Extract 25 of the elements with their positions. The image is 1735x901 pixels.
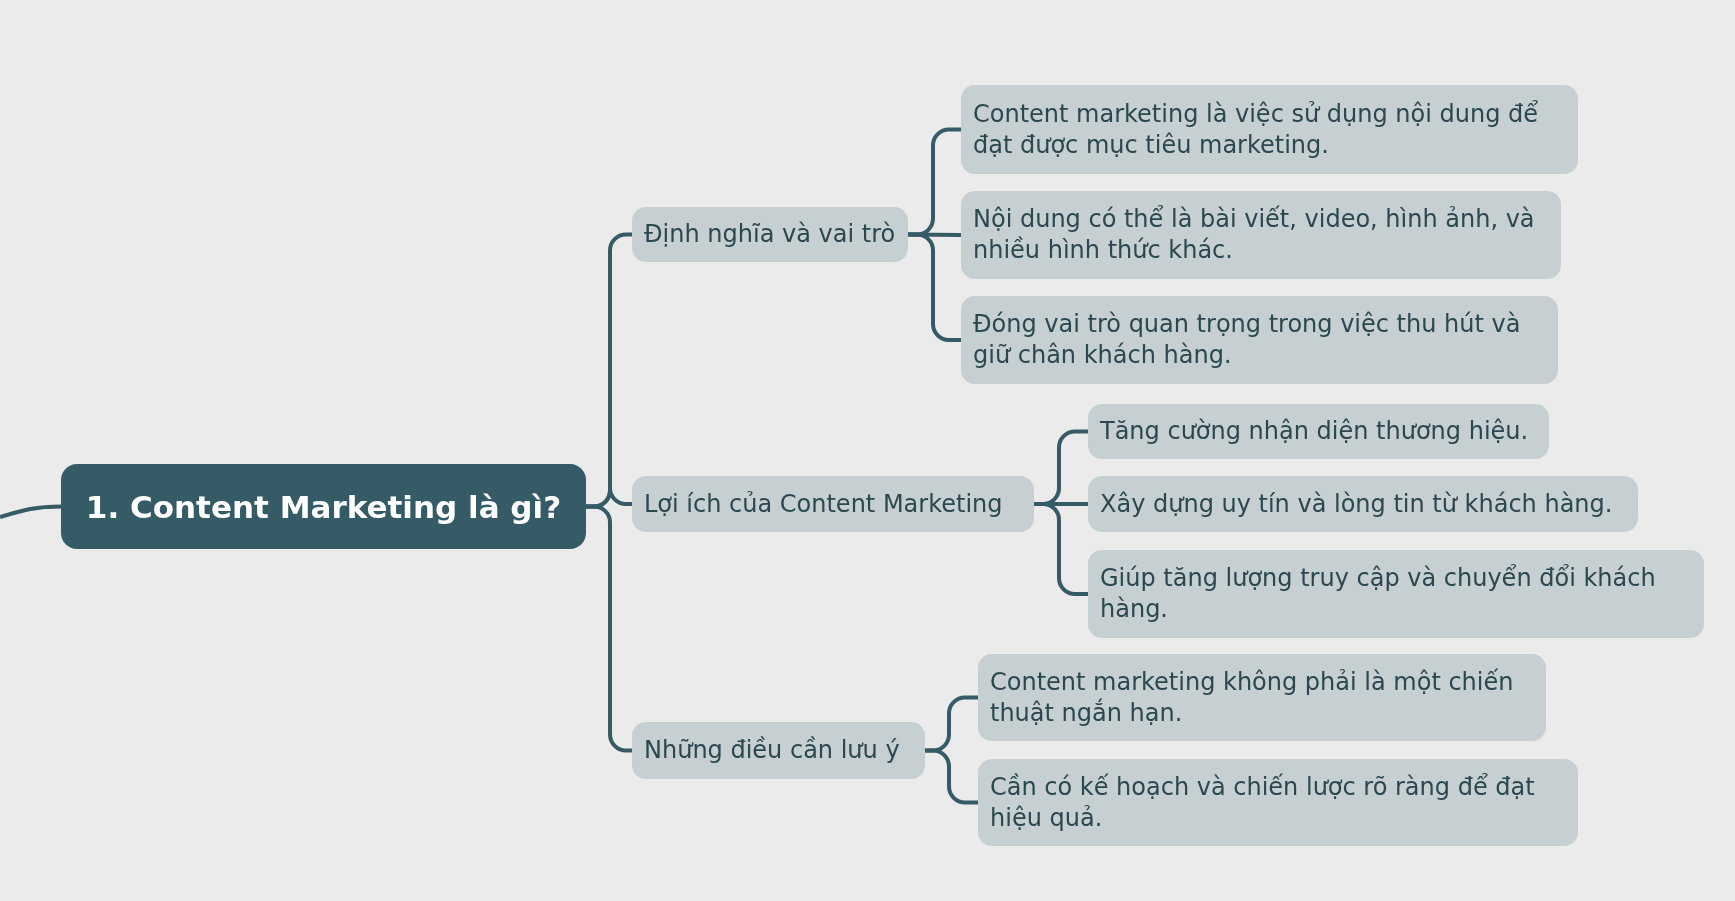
topic-text: Đóng vai trò quan trọng trong việc thu hút và giữ chân khách hàng.	[973, 309, 1522, 371]
topic-text: Lợi ích của Content Marketing	[644, 488, 1003, 520]
topic-text: Những điều cần lưu ý	[644, 735, 900, 766]
topic-text: Giúp tăng lượng truy cập và chuyển đổi khách hàng.	[1100, 563, 1657, 625]
topic-text: Xây dựng uy tín và lòng tin từ khách hàng.	[1100, 488, 1613, 520]
topic-text: Content marketing không phải là một chiến thuật ngắn hạn.	[990, 666, 1515, 729]
subtopic-box	[1088, 404, 1549, 459]
topic-text: Tăng cường nhận diện thương hiệu.	[1100, 416, 1529, 447]
branch-topic-box	[632, 207, 908, 262]
subtopic-box	[978, 759, 1578, 846]
subtopic-box	[1088, 476, 1638, 532]
topic-text: Định nghĩa và vai trò	[644, 219, 896, 250]
subtopic-box	[1088, 550, 1704, 638]
branch-topic-box	[632, 476, 1034, 532]
central-topic-box	[61, 464, 586, 549]
subtopic-box	[961, 85, 1578, 174]
topic-text: Nội dung có thể là bài viết, video, hình ảnh, và nhiều hình thức khác.	[973, 204, 1536, 266]
topic-text: 1. Content Marketing là gì?	[85, 488, 562, 525]
topic-text: Cần có kế hoạch và chiến lược rõ ràng để đạt hiệu quả.	[990, 771, 1536, 834]
topic-text: Content marketing là việc sử dụng nội dung để đạt được mục tiêu marketing.	[973, 98, 1540, 161]
subtopic-box	[961, 191, 1561, 279]
branch-topic-box	[632, 722, 925, 779]
subtopic-box	[978, 654, 1546, 741]
connector-line	[0, 504, 62, 519]
subtopic-box	[961, 296, 1558, 384]
